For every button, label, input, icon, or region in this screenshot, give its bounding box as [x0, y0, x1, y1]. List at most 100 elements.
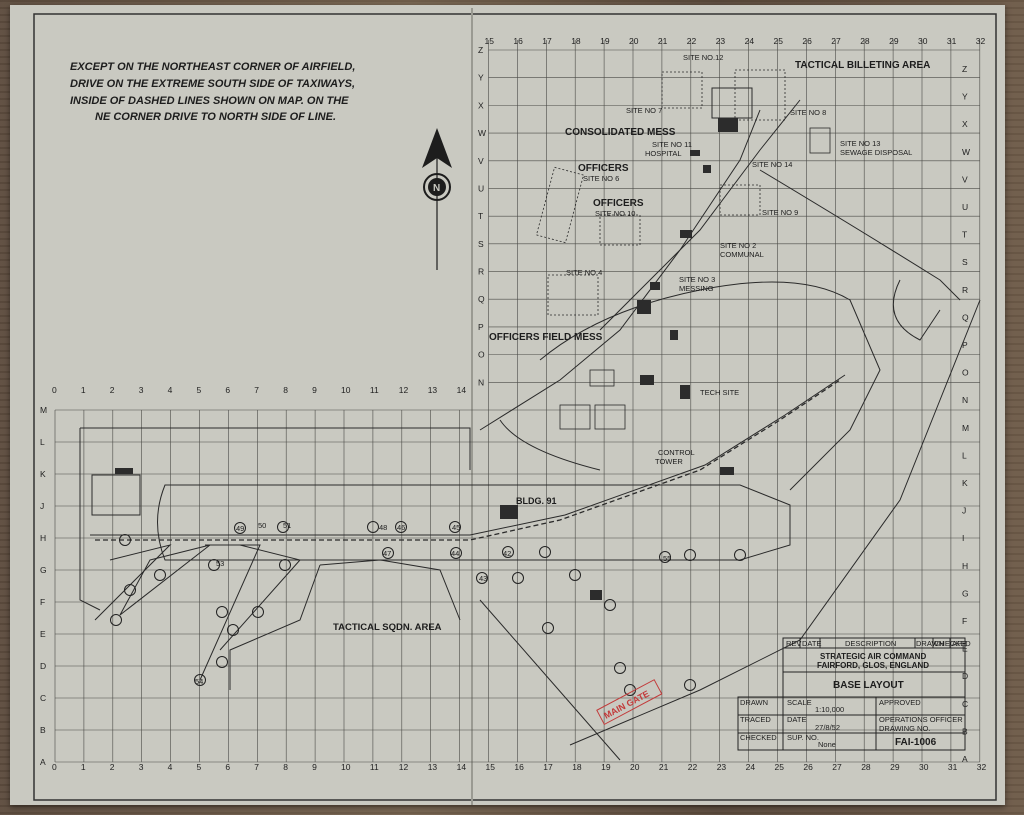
- main-gate-stamp: MAIN GATE: [596, 679, 663, 726]
- date-col: DATE: [802, 639, 821, 648]
- grid-label: 27: [831, 36, 841, 46]
- grid-label: V: [478, 156, 484, 166]
- label-site-14: SITE NO 14: [752, 160, 792, 169]
- grid-label: 14: [457, 385, 467, 395]
- grid-label: S: [478, 239, 484, 249]
- label-site-12: SITE NO.12: [683, 53, 723, 62]
- dispersal-pad: [382, 547, 394, 559]
- grid-label: 29: [889, 36, 899, 46]
- grid-label: E: [40, 629, 46, 639]
- grid-label: 22: [687, 36, 697, 46]
- label-site-8: SITE NO 8: [790, 108, 826, 117]
- grid-label: M: [962, 423, 969, 433]
- grid-label: 28: [860, 36, 870, 46]
- label-site-9: SITE NO 9: [762, 208, 798, 217]
- label-officers-2: OFFICERS: [593, 198, 644, 209]
- label-site-10: SITE NO 10: [595, 209, 635, 218]
- dispersal-pad: [604, 599, 616, 611]
- label-officers-field-mess: OFFICERS FIELD MESS: [489, 332, 603, 343]
- grid-label: Y: [962, 92, 968, 102]
- label-site-7: SITE NO 7: [626, 106, 662, 115]
- grid-label: 4: [168, 762, 173, 772]
- grid-label: 2: [110, 385, 115, 395]
- grid-label: 26: [802, 36, 812, 46]
- dispersal-pad: [119, 534, 131, 546]
- grid-label: 20: [629, 36, 639, 46]
- dispersal-w3: [199, 544, 261, 681]
- grid-label: 26: [803, 762, 813, 772]
- taxiway-edge: [90, 374, 846, 536]
- note-line: EXCEPT ON THE NORTHEAST CORNER OF AIRFIE…: [70, 61, 355, 73]
- grid-label: 30: [918, 36, 928, 46]
- dispersal-pad: [624, 684, 636, 696]
- grid-label: 31: [948, 762, 958, 772]
- grid-label: R: [478, 267, 484, 277]
- dispersal-pad: [395, 521, 407, 533]
- grid-label: T: [962, 230, 967, 240]
- grid-label: 25: [774, 36, 784, 46]
- messing-building: [637, 300, 651, 314]
- label-tactical-billeting: TACTICAL BILLETING AREA: [795, 60, 930, 71]
- description-col: DESCRIPTION: [845, 639, 896, 648]
- grid-label: 16: [513, 36, 523, 46]
- airfield: [79, 374, 846, 690]
- grid-label: K: [40, 469, 46, 479]
- taxiway-dashed: [95, 379, 841, 541]
- label-site-4: SITE NO 4: [566, 268, 602, 277]
- grid-label: X: [962, 119, 968, 129]
- checked-label: CHECKED: [740, 733, 777, 742]
- grid-label: 32: [977, 762, 987, 772]
- grid-labels: 0011223344556677889910101111121213131414…: [40, 36, 987, 772]
- grid-label: 0: [52, 385, 57, 395]
- dispersal-pad: [450, 547, 462, 559]
- grid-label: 24: [745, 36, 755, 46]
- grid-label: H: [40, 533, 46, 543]
- label-site-11: SITE NO 11: [652, 140, 692, 149]
- grid-label: 28: [861, 762, 871, 772]
- grid-label: 29: [890, 762, 900, 772]
- grid-label: L: [40, 437, 45, 447]
- grid-label: B: [40, 725, 46, 735]
- housing-sites: [535, 69, 831, 430]
- grid-label: 18: [571, 36, 581, 46]
- grid-label: F: [40, 597, 45, 607]
- outer-road: [569, 299, 981, 746]
- grid-label: O: [478, 350, 485, 360]
- north-letter: N: [433, 183, 440, 194]
- grid-label: J: [962, 506, 966, 516]
- label-tech-site: TECH SITE: [700, 388, 739, 397]
- dispersal-pad: [449, 521, 461, 533]
- grid-label: 12: [399, 762, 409, 772]
- grid-label: 9: [312, 762, 317, 772]
- grid-label: K: [962, 478, 968, 488]
- grid-label: 5: [197, 762, 202, 772]
- grid-lines: [54, 40, 981, 763]
- grid-label: 25: [775, 762, 785, 772]
- grid-label: 30: [919, 762, 929, 772]
- grid-label: J: [40, 501, 44, 511]
- grid-label: R: [962, 285, 968, 295]
- grid-label: F: [962, 616, 967, 626]
- grid-label: 10: [341, 385, 351, 395]
- dispersal-pad: [539, 546, 551, 558]
- grid-label: 11: [370, 385, 379, 395]
- grid-label: 20: [630, 762, 640, 772]
- grid-label: 13: [428, 762, 438, 772]
- dispersal-pad: [216, 606, 228, 618]
- grid-label: 1: [81, 762, 86, 772]
- grid-label: O: [962, 368, 969, 378]
- title-block: [737, 637, 966, 751]
- org-line-1: STRATEGIC AIR COMMAND: [820, 652, 926, 661]
- consolidated-mess-building: [718, 118, 738, 132]
- grid-label: 32: [976, 36, 986, 46]
- label-site-6: SITE NO 6: [583, 174, 619, 183]
- grid-label: T: [478, 211, 483, 221]
- pad-number: 53: [216, 559, 224, 568]
- label-site-13: SITE NO 13: [840, 139, 880, 148]
- grid-label: Q: [478, 294, 485, 304]
- dispersal-pad: [124, 584, 136, 596]
- apron-road: [499, 419, 601, 471]
- pad-number: 43: [479, 574, 487, 583]
- buildings: [115, 87, 753, 600]
